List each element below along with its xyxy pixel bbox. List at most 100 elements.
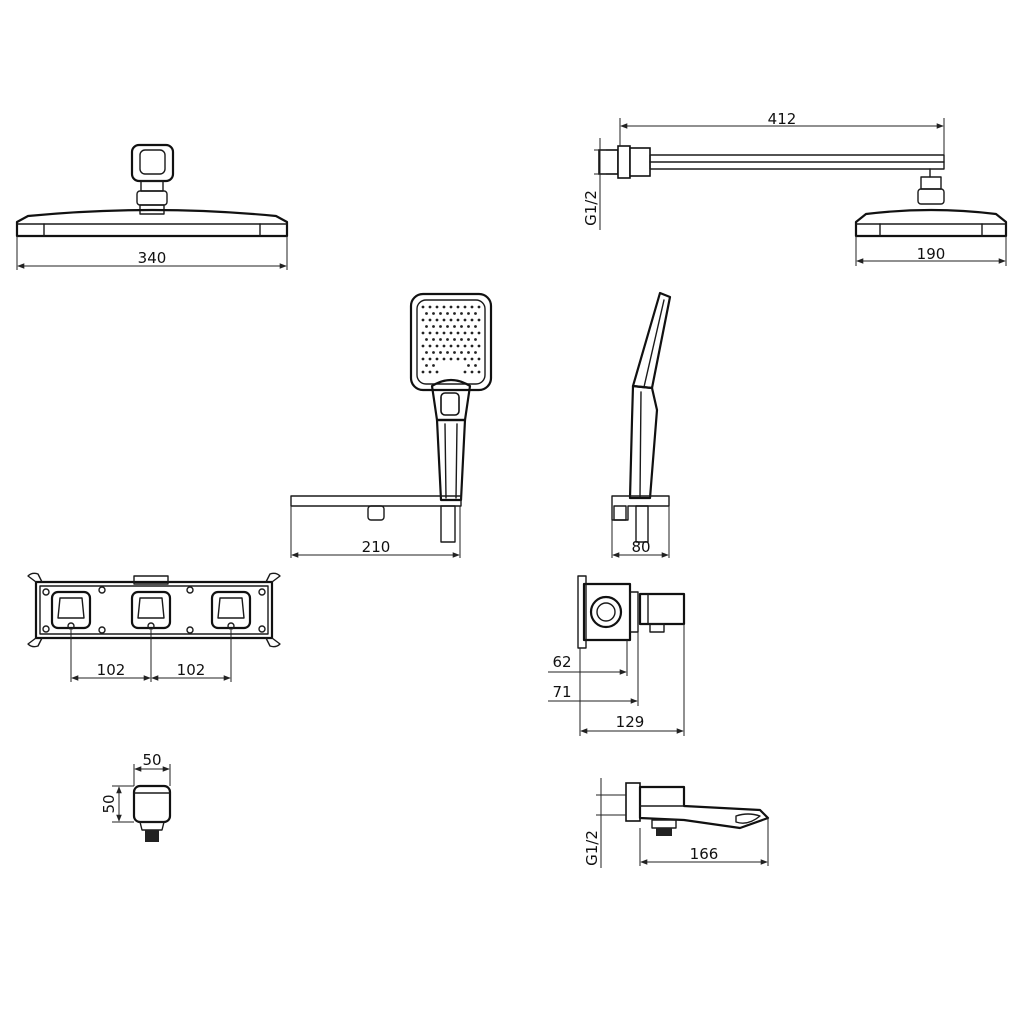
dim-head-width: 340 <box>138 249 167 267</box>
valve-mount-plate <box>577 575 587 649</box>
nozzle-dot <box>421 357 425 361</box>
nozzle-dot <box>432 364 435 367</box>
nozzle-dot <box>463 331 467 335</box>
side-clip <box>613 505 627 521</box>
mode-button <box>440 392 460 416</box>
hose-outlet-view: 50 50 <box>100 751 172 842</box>
dim-holder-width: 210 <box>362 538 391 556</box>
valve-cartridge-left <box>50 590 92 630</box>
nozzle-dot <box>477 331 481 335</box>
nozzle-dot <box>428 344 432 348</box>
nozzle-dot <box>446 338 449 341</box>
nozzle-dot <box>449 305 453 309</box>
spout-tip <box>735 813 761 824</box>
valve-dial <box>589 595 623 629</box>
nozzle-dot <box>421 370 425 374</box>
nozzle-dot <box>442 305 446 309</box>
nozzle-dot <box>463 318 467 322</box>
nozzle-dot <box>470 318 474 322</box>
hand-shower-face <box>416 299 486 385</box>
nozzle-dot <box>474 325 477 328</box>
dim-valve-spacing-2: 102 <box>177 661 206 679</box>
side-head-inner <box>643 299 665 388</box>
flange-inner <box>139 149 166 175</box>
outlet-thread <box>145 830 159 842</box>
nozzle-dot <box>463 357 467 361</box>
hose-outlet <box>440 505 456 543</box>
top-tab <box>133 575 169 585</box>
dim-valve-spacing-1: 102 <box>97 661 126 679</box>
nozzle-dot <box>425 325 428 328</box>
nozzle-dot <box>428 331 432 335</box>
dim-valve-depth-a: 62 <box>552 653 571 671</box>
nozzle-dot <box>477 344 481 348</box>
dim-holder-depth: 80 <box>631 538 650 556</box>
nozzle-dot <box>456 305 460 309</box>
nozzle-dot <box>439 338 442 341</box>
shower-arm-view: 412 G1/2 190 <box>582 110 1008 266</box>
nozzle-dot <box>477 357 481 361</box>
nozzle-dot <box>474 364 477 367</box>
dim-outlet-width: 50 <box>142 751 161 769</box>
nozzle-dot <box>470 357 474 361</box>
nozzle-dot <box>442 357 446 361</box>
ball-joint <box>136 190 168 206</box>
nozzle-dot <box>477 370 481 374</box>
nozzle-dot <box>467 338 470 341</box>
nozzle-dot <box>428 357 432 361</box>
nozzle-dot <box>453 351 456 354</box>
nozzle-dot <box>470 344 474 348</box>
nozzle-dot <box>470 331 474 335</box>
side-handle <box>628 384 659 500</box>
nozzle-dot <box>463 344 467 348</box>
nozzle-dot <box>449 357 453 361</box>
nozzle-dot <box>425 338 428 341</box>
spout-thread <box>656 828 672 836</box>
nozzle-dot <box>463 305 467 309</box>
nozzle-dot <box>456 318 460 322</box>
nozzle-dot <box>425 312 428 315</box>
nozzle-dot <box>474 312 477 315</box>
dim-valve-depth-b: 71 <box>552 683 571 701</box>
arm-nut <box>629 147 651 177</box>
nozzle-dot <box>421 318 425 322</box>
nozzle-dot <box>467 312 470 315</box>
box-inner <box>39 585 269 635</box>
spout-nut <box>651 819 677 829</box>
handle-inner-right <box>455 423 458 499</box>
nozzle-dot <box>428 305 432 309</box>
nozzle-dot <box>439 351 442 354</box>
spout-wall-plate <box>625 782 641 822</box>
nozzle-dot <box>435 370 439 374</box>
nozzle-pattern <box>421 305 481 374</box>
valve-handle <box>638 592 686 626</box>
side-handle-inner <box>639 391 642 498</box>
nozzle-dot <box>467 351 470 354</box>
side-bracket <box>611 495 670 521</box>
bath-spout-view: G1/2 166 <box>583 778 770 868</box>
holder-bar <box>290 495 462 507</box>
nozzle-dot <box>425 364 428 367</box>
hand-shower-head <box>409 292 493 392</box>
valve-ring <box>629 591 639 633</box>
nozzle-dot <box>435 318 439 322</box>
dim-spout-length: 166 <box>690 845 719 863</box>
nozzle-dot <box>421 344 425 348</box>
nozzle-dot <box>449 318 453 322</box>
dim-thread-arm: G1/2 <box>582 190 600 226</box>
nozzle-dot <box>460 312 463 315</box>
nozzle-dot <box>449 331 453 335</box>
nozzle-dot <box>477 305 481 309</box>
nozzle-dot <box>453 338 456 341</box>
small-head-nut <box>917 188 945 205</box>
outlet-plate <box>132 784 172 824</box>
nozzle-dot <box>453 325 456 328</box>
nozzle-dot <box>428 370 432 374</box>
arm-flange <box>617 145 631 179</box>
wall-plate <box>598 149 619 175</box>
nozzle-dot <box>460 351 463 354</box>
nozzle-dot <box>439 312 442 315</box>
valve-escutcheon <box>649 623 665 633</box>
box-outer <box>34 580 274 640</box>
